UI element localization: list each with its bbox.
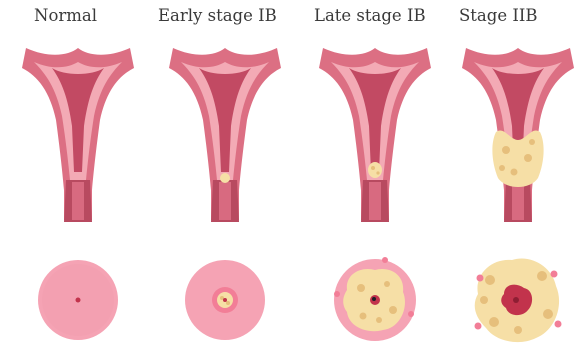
tumor-medium [368, 162, 382, 178]
cervix-disc-normal [38, 260, 118, 340]
uterus-early-ib [169, 48, 281, 222]
cervix-disc-iib [475, 258, 562, 342]
uterus-late-ib [319, 48, 431, 222]
cervix-disc-early-ib [185, 260, 265, 340]
cervical-os [76, 298, 81, 303]
uterus-normal [22, 48, 134, 222]
tumor-small [220, 173, 230, 183]
cervix-disc-late-ib [334, 257, 416, 341]
uterus-iib [462, 48, 574, 222]
cervical-os [223, 298, 227, 302]
